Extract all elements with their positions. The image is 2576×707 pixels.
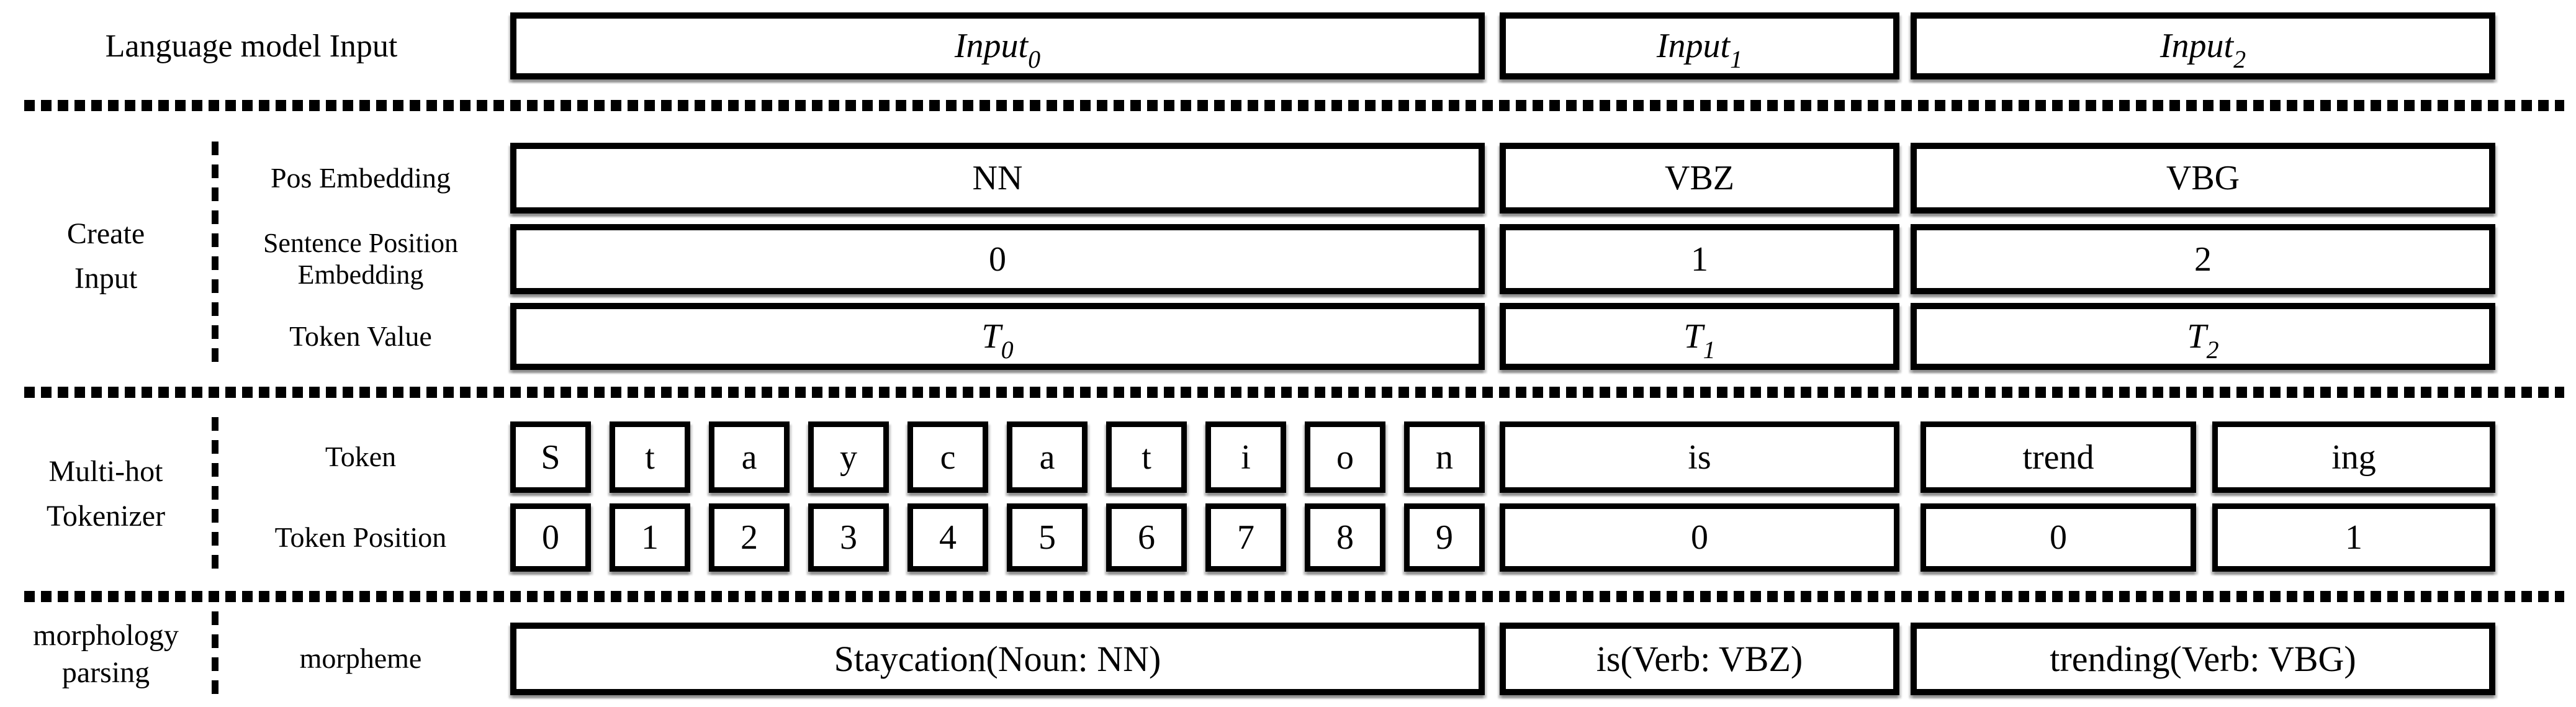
input1-subscript: 1 — [1730, 45, 1743, 73]
token-word-cell-ing: ing — [2212, 421, 2495, 493]
tokenizer-section-divider-dashed — [212, 417, 218, 571]
dotted-separator-2 — [24, 387, 2564, 398]
create-input-section-label: Create Input — [0, 140, 212, 372]
token-position-cell-3: 3 — [808, 503, 889, 572]
token-letter-cell-2: a — [709, 421, 790, 493]
sentence-position-cell-input1: 1 — [1500, 224, 1899, 294]
tokenizer-label-line2: Tokenizer — [46, 500, 166, 533]
token-value2-base: T — [2187, 317, 2207, 356]
token-letter-cell-8: o — [1305, 421, 1385, 493]
word-position-cell-is: 0 — [1500, 503, 1899, 572]
token-letter-cell-6: t — [1106, 421, 1187, 493]
input0-base: Input — [954, 27, 1029, 65]
token-position-cell-1: 1 — [610, 503, 690, 572]
token-position-cell-2: 2 — [709, 503, 790, 572]
morpheme-cell-is: is(Verb: VBZ) — [1500, 623, 1899, 695]
token-letter-cell-0: S — [510, 421, 591, 493]
token-letter-cell-7: i — [1205, 421, 1286, 493]
morphology-label-line1: morphology — [33, 619, 179, 652]
morpheme-label: morpheme — [299, 642, 422, 675]
input0-subscript: 0 — [1028, 45, 1041, 73]
create-input-label-line2: Input — [74, 261, 138, 295]
token-value0-subscript: 0 — [1001, 336, 1014, 364]
dotted-separator-1 — [24, 100, 2564, 111]
morpheme-cell-trending: trending(Verb: VBG) — [1911, 623, 2495, 695]
sentence-position-cell-input2: 2 — [1911, 224, 2495, 294]
token-value-label: Token Value — [289, 320, 432, 352]
token-value2-subscript: 2 — [2206, 336, 2219, 364]
morphology-section-divider-dashed — [212, 611, 218, 697]
morpheme-cell-staycation: Staycation(Noun: NN) — [510, 623, 1485, 695]
token-position-cell-8: 8 — [1305, 503, 1385, 572]
word-position-cell-ing: 1 — [2212, 503, 2495, 572]
token-letter-cell-4: c — [907, 421, 988, 493]
morphology-section-label: morphology parsing — [0, 611, 212, 697]
token-position-label: Token Position — [274, 521, 447, 553]
token-position-cell-5: 5 — [1007, 503, 1088, 572]
token-row-label: Token — [325, 441, 397, 473]
language-model-input-label: Language model Input — [105, 28, 398, 64]
pos-embedding-cell-input0: NN — [510, 143, 1485, 214]
sentence-position-label-line2: Embedding — [297, 259, 424, 290]
token-position-cell-0: 0 — [510, 503, 591, 572]
input2-base: Input — [2159, 27, 2234, 65]
pos-embedding-label: Pos Embedding — [270, 161, 451, 194]
word-position-cell-trend: 0 — [1921, 503, 2196, 572]
create-input-label-line1: Create — [66, 217, 145, 250]
pos-embedding-cell-input1: VBZ — [1500, 143, 1899, 214]
pos-embedding-cell-input2: VBG — [1911, 143, 2495, 214]
tokenizer-section-label: Multi-hot Tokenizer — [0, 417, 212, 571]
input2-subscript: 2 — [2233, 45, 2246, 73]
token-letter-cell-3: y — [808, 421, 889, 493]
token-word-cell-is: is — [1500, 421, 1899, 493]
dotted-separator-3 — [24, 591, 2564, 602]
token-value1-subscript: 1 — [1703, 336, 1716, 364]
sentence-position-cell-input0: 0 — [510, 224, 1485, 294]
token-value1-base: T — [1683, 317, 1703, 356]
token-letter-cell-9: n — [1404, 421, 1485, 493]
token-position-cell-9: 9 — [1404, 503, 1485, 572]
token-letter-cell-5: a — [1007, 421, 1088, 493]
token-letter-cell-1: t — [610, 421, 690, 493]
token-position-cell-7: 7 — [1205, 503, 1286, 572]
token-position-cell-4: 4 — [907, 503, 988, 572]
token-word-cell-trend: trend — [1921, 421, 2196, 493]
token-value0-base: T — [981, 317, 1001, 356]
input1-base: Input — [1656, 27, 1731, 65]
token-position-cell-6: 6 — [1106, 503, 1187, 572]
sentence-position-label-line1: Sentence Position — [263, 227, 459, 258]
sentence-position-embedding-label: Sentence Position Embedding — [218, 224, 503, 294]
tokenizer-label-line1: Multi-hot — [48, 455, 163, 488]
morphology-label-line2: parsing — [61, 656, 150, 689]
create-input-section-divider-dashed — [212, 142, 218, 371]
